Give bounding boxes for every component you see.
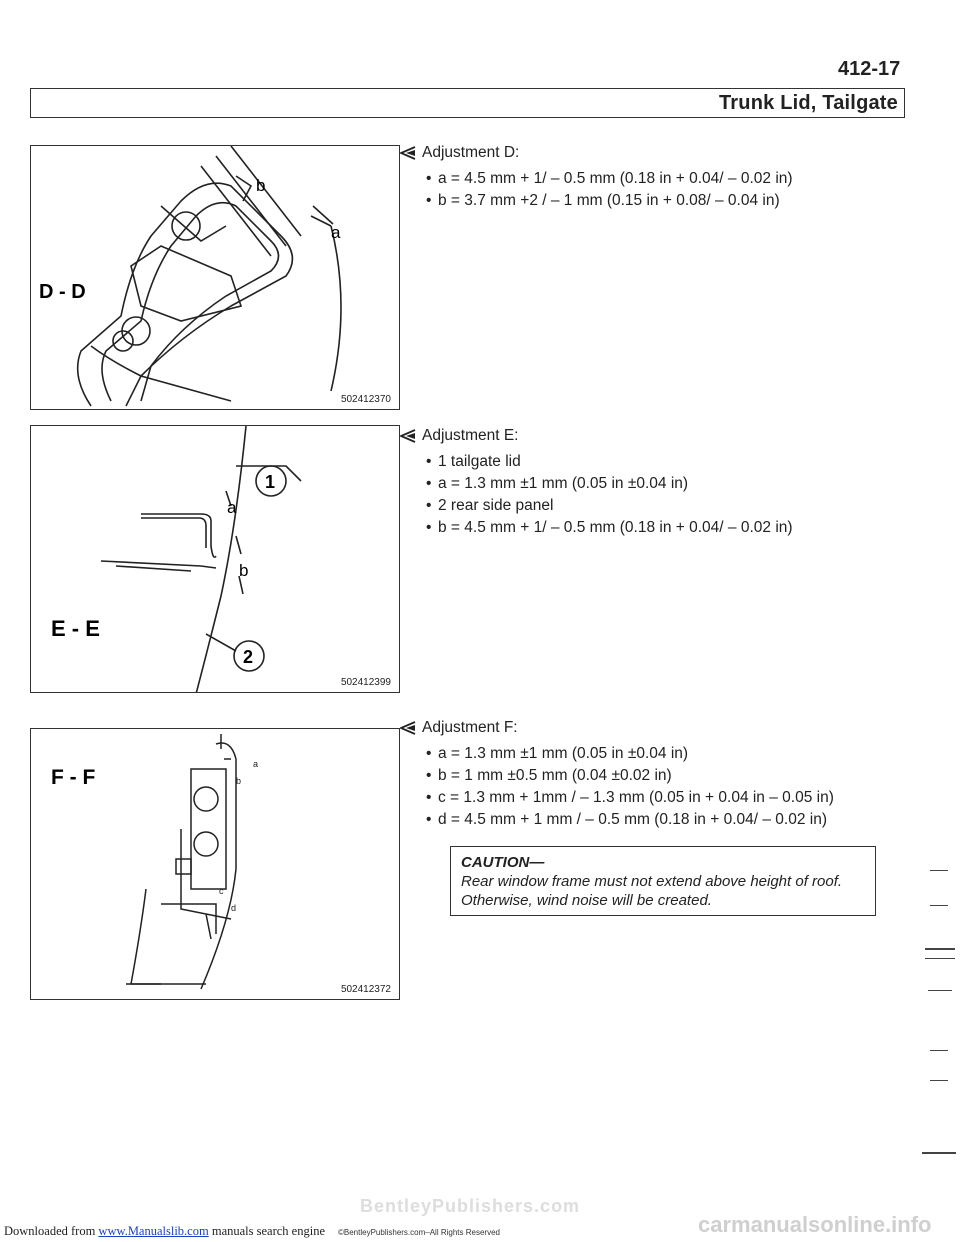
caution-box: CAUTION— Rear window frame must not exte… [450,846,876,916]
figure-d-d-callout-b: b [256,176,265,195]
figure-e-e-drawing: 1 2 a b E - E [51,426,302,692]
pointer-arrow-icon [400,721,416,735]
list-item: b = 4.5 mm + 1/ – 0.5 mm (0.18 in + 0.04… [426,518,793,538]
figure-f-f-number: 502412372 [340,984,391,995]
figure-f-f-callout-b: b [236,776,241,786]
manualslib-link[interactable]: www.Manualslib.com [98,1224,209,1238]
section-adjustment-e: Adjustment E: 1 tailgate lid a = 1.3 mm … [400,426,793,540]
section-adjustment-f: Adjustment F: a = 1.3 mm ±1 mm (0.05 in … [400,718,834,832]
section-heading: Adjustment E: [422,427,519,444]
page-number: 412-17 [838,58,901,80]
header-bar: Trunk Lid, Tailgate [30,88,905,118]
watermark-right: carmanualsonline.info [698,1212,932,1237]
figure-f-f-drawing: a b c d F - F [51,734,258,990]
section-adjustment-d: Adjustment D: a = 4.5 mm + 1/ – 0.5 mm (… [400,143,793,213]
list-item: b = 3.7 mm +2 / – 1 mm (0.15 in + 0.08/ … [426,191,793,211]
list-item: c = 1.3 mm + 1mm / – 1.3 mm (0.05 in + 0… [426,788,834,808]
figure-f-f: a b c d F - F 502412372 [30,728,400,1000]
pointer-arrow-icon [400,429,416,443]
watermark-center: BentleyPublishers.com [360,1196,581,1216]
figure-d-d-label: D - D [39,281,86,303]
footer-download-note: Downloaded from www.Manualslib.com manua… [4,1224,325,1239]
page-title: Trunk Lid, Tailgate [718,92,898,114]
figure-e-e-callout-2: 2 [243,647,253,667]
section-heading: Adjustment D: [422,144,520,161]
pointer-arrow-icon [400,146,416,160]
figure-d-d-number: 502412370 [340,394,391,405]
figure-e-e-label: E - E [51,616,100,641]
list-item: b = 1 mm ±0.5 mm (0.04 ±0.02 in) [426,766,834,786]
footer-suffix: manuals search engine [211,1224,325,1238]
figure-e-e-callout-a: a [227,498,237,517]
caution-title: CAUTION— [461,854,545,871]
figure-e-e: 1 2 a b E - E 502412399 [30,425,400,693]
list-item: 2 rear side panel [426,496,793,516]
list-item: d = 4.5 mm + 1 mm / – 0.5 mm (0.18 in + … [426,810,834,830]
figure-d-d: D - D b a 502412370 [30,145,400,410]
list-item: a = 1.3 mm ±1 mm (0.05 in ±0.04 in) [426,474,793,494]
caution-text: Rear window frame must not extend above … [461,873,843,909]
figure-f-f-label: F - F [51,766,95,789]
list-item: a = 1.3 mm ±1 mm (0.05 in ±0.04 in) [426,744,834,764]
figure-d-d-drawing: D - D b a [39,146,342,407]
figure-e-e-callout-b: b [239,561,248,580]
footer-prefix: Downloaded from [4,1224,96,1238]
section-heading: Adjustment F: [422,719,518,736]
list-item: 1 tailgate lid [426,452,793,472]
figure-e-e-number: 502412399 [340,677,391,688]
list-item: a = 4.5 mm + 1/ – 0.5 mm (0.18 in + 0.04… [426,169,793,189]
figure-f-f-callout-a: a [253,759,258,769]
figure-e-e-callout-1: 1 [265,472,275,492]
copyright-note: ©BentleyPublishers.com–All Rights Reserv… [338,1228,500,1237]
figure-f-f-callout-d: d [231,903,236,913]
figure-d-d-callout-a: a [331,223,341,242]
figure-f-f-callout-c: c [219,886,224,896]
